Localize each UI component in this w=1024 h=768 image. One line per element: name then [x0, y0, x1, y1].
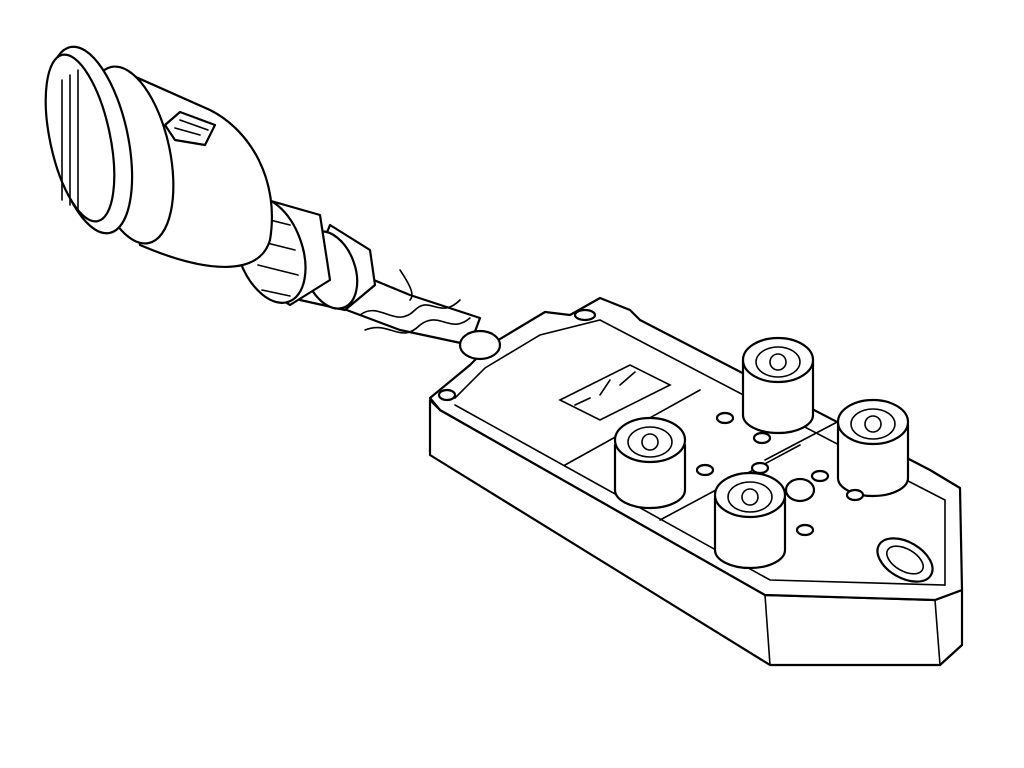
- mounting-hole: [876, 537, 934, 583]
- port-4: [713, 461, 815, 570]
- center-hole: [784, 477, 816, 503]
- port-2: [613, 416, 715, 510]
- port-3: [810, 398, 910, 502]
- port-1: [715, 336, 815, 445]
- round-connector: [44, 45, 377, 312]
- brand-logo-icon: [163, 110, 217, 147]
- distribution-box: [428, 296, 964, 667]
